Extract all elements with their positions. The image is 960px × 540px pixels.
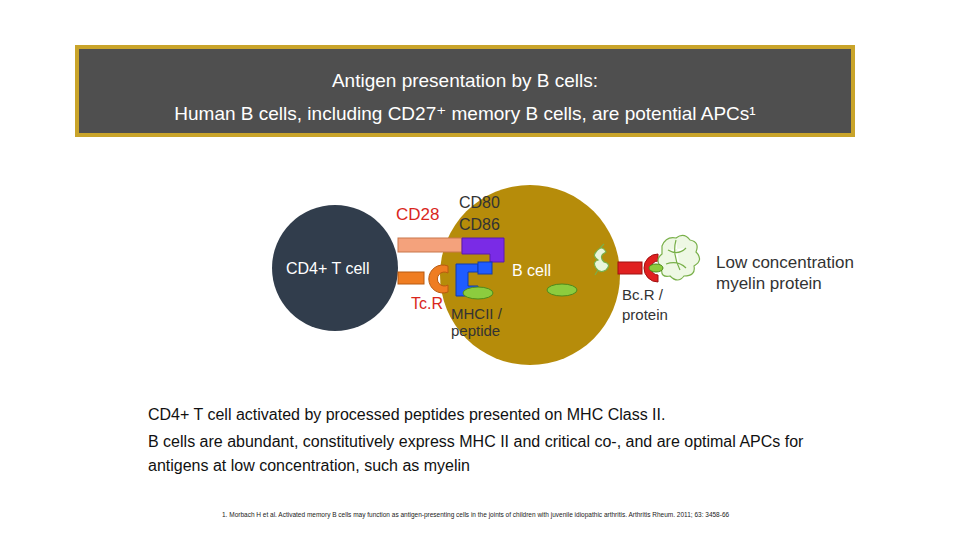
antigen-note: Low concentration myelin protein — [716, 252, 891, 295]
receptor-name: CD28 — [396, 204, 456, 226]
tcr-cup — [429, 265, 448, 293]
receptor-name: Bc.R / protein — [622, 285, 684, 324]
caption-text: B cells are abundant, constitutively exp… — [148, 430, 848, 478]
cd80-ligand — [462, 238, 504, 262]
b-cell-circle-shape — [440, 185, 620, 365]
mhc-molecule — [456, 264, 478, 296]
ligand-name: CD80 CD86 — [459, 192, 505, 235]
bcr-stem — [618, 262, 642, 274]
bcr-cup — [644, 254, 658, 282]
node-text: Human B cells, including CD27⁺ memory B … — [79, 102, 851, 126]
molecule-name: MHCII / peptide — [451, 306, 523, 339]
title-banner: Antigen presentation by B cells: Human B … — [75, 45, 855, 137]
node-text: B cell — [512, 261, 592, 281]
node-text: Antigen presentation by B cells: — [79, 69, 851, 93]
mhc-stem — [478, 262, 492, 274]
cd28-receptor — [398, 238, 462, 252]
t-cell-circle: CD4+ T cell — [272, 205, 398, 331]
node-text: CD4+ T cell — [286, 259, 396, 279]
peptide-oval — [547, 284, 577, 296]
reference-footnote: 1. Morbach H et al. Activated memory B c… — [222, 511, 960, 519]
myelin-fragment — [594, 244, 608, 275]
bound-antigen — [649, 264, 663, 272]
tcr-stem — [398, 272, 424, 284]
t-cell-circle-shape — [272, 205, 398, 331]
peptide-oval — [463, 287, 493, 299]
caption-line: CD4+ T cell activated by processed pepti… — [148, 405, 868, 426]
myelin-protein — [658, 235, 700, 280]
